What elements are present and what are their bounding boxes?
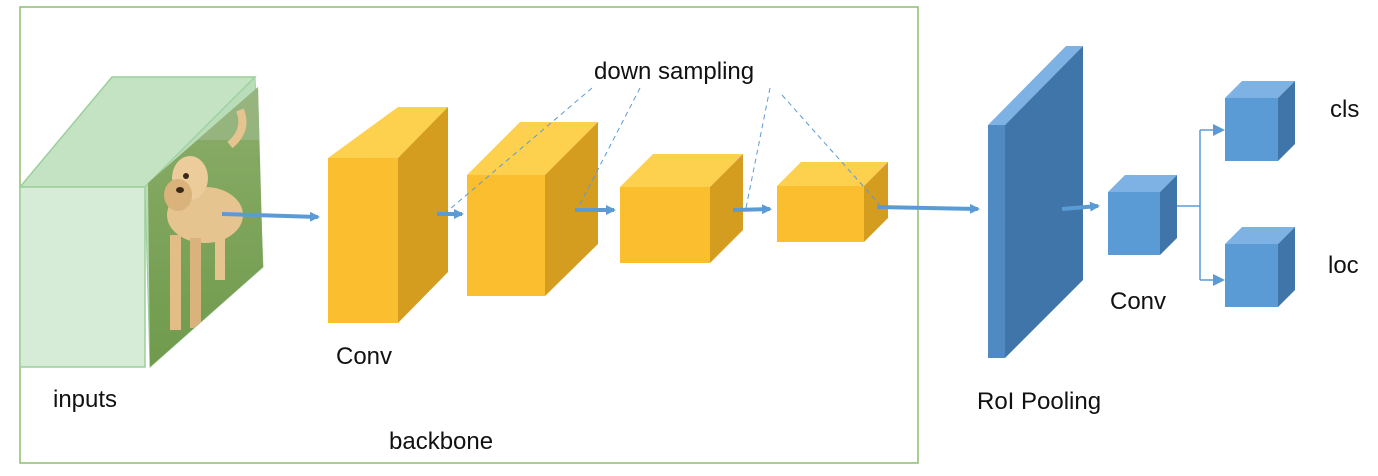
roi-pooling-label: RoI Pooling	[977, 388, 1102, 415]
head-conv-label: Conv	[1110, 288, 1167, 315]
conv-feature-block-1	[328, 107, 448, 323]
arrow-input-to-conv	[221, 211, 320, 222]
roi-pooling-block	[988, 46, 1083, 358]
cls-output-block	[1225, 81, 1295, 161]
backbone-label: backbone	[389, 428, 494, 455]
head-branch-lines	[1177, 130, 1201, 280]
down-sampling-leader-lines	[442, 87, 881, 216]
feature-block-4	[777, 162, 888, 242]
feature-block-2	[467, 122, 598, 296]
arrow-roi-to-head-conv	[1061, 201, 1100, 212]
feature-block-3	[620, 154, 743, 263]
arrow-block3-to-block4	[732, 204, 772, 215]
arrow-block4-to-roi	[876, 203, 980, 214]
head-conv-block	[1108, 175, 1177, 255]
conv-label: Conv	[336, 343, 393, 370]
cls-label: cls	[1330, 96, 1360, 123]
loc-label: loc	[1328, 252, 1359, 279]
down-sampling-label: down sampling	[594, 58, 755, 85]
loc-output-block	[1225, 227, 1295, 307]
inputs-label: inputs	[53, 386, 118, 413]
